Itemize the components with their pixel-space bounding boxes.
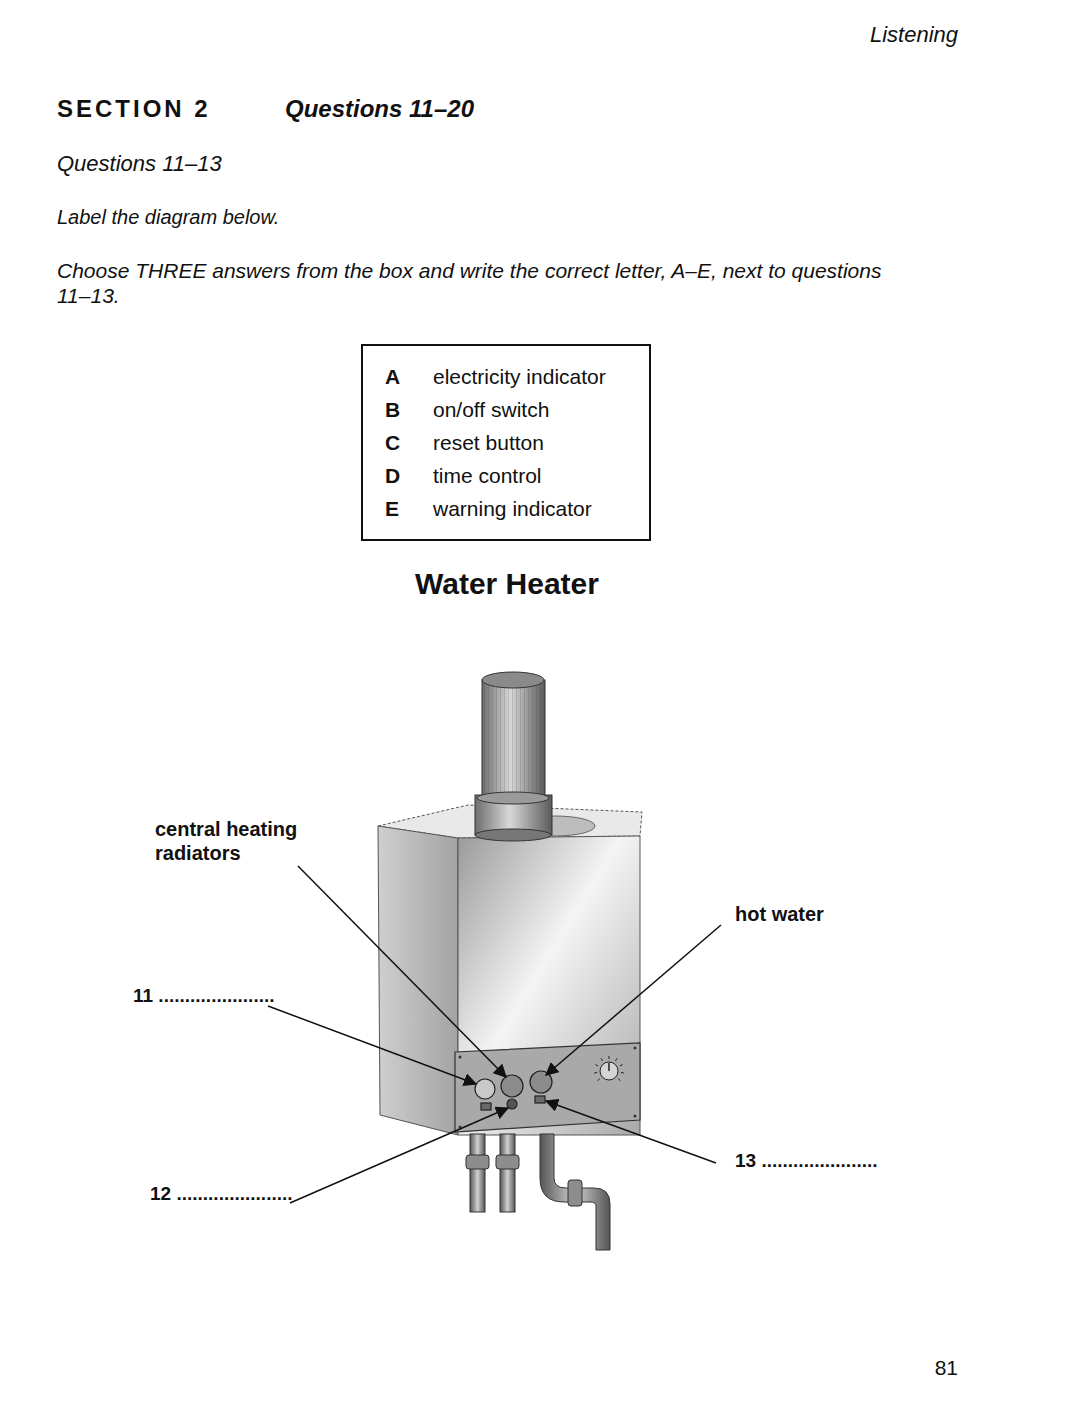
page-number: 81 [935, 1355, 958, 1380]
dial-tick [609, 1056, 610, 1059]
option-row: Dtime control [385, 459, 627, 492]
dial-tick [618, 1079, 620, 1081]
option-row: Ewarning indicator [385, 492, 627, 525]
diagram-title: Water Heater [415, 566, 599, 602]
option-text: electricity indicator [433, 360, 606, 393]
section-heading: SECTION 2 [57, 95, 211, 124]
dial-tick [615, 1058, 617, 1061]
option-text: on/off switch [433, 393, 549, 426]
option-row: Creset button [385, 426, 627, 459]
option-text: time control [433, 459, 542, 492]
callout-number: 13 ...................... [735, 1150, 878, 1173]
callout-number: 12 ...................... [150, 1183, 293, 1206]
option-letter: A [385, 360, 433, 393]
part-label: central heating radiators [155, 817, 330, 865]
option-text: warning indicator [433, 492, 592, 525]
option-letter: C [385, 426, 433, 459]
dial-tick [594, 1072, 597, 1073]
option-row: Aelectricity indicator [385, 360, 627, 393]
dial-tick [620, 1065, 623, 1066]
answer-box: Aelectricity indicatorBon/off switchCres… [361, 344, 651, 541]
part-label: hot water [735, 902, 824, 926]
dial-tick [595, 1065, 598, 1066]
option-letter: B [385, 393, 433, 426]
instruction: Label the diagram below. [57, 205, 279, 229]
section-questions: Questions 11–20 [285, 95, 474, 124]
option-row: Bon/off switch [385, 393, 627, 426]
option-text: reset button [433, 426, 544, 459]
instruction: Choose THREE answers from the box and wr… [57, 258, 887, 308]
dial-tick [598, 1079, 600, 1081]
questions-range: Questions 11–13 [57, 151, 222, 177]
dial-tick [601, 1058, 603, 1061]
callout-number: 11 ...................... [133, 985, 275, 1008]
option-letter: D [385, 459, 433, 492]
dial-tick [621, 1072, 624, 1073]
option-letter: E [385, 492, 433, 525]
running-header: Listening [870, 22, 958, 48]
